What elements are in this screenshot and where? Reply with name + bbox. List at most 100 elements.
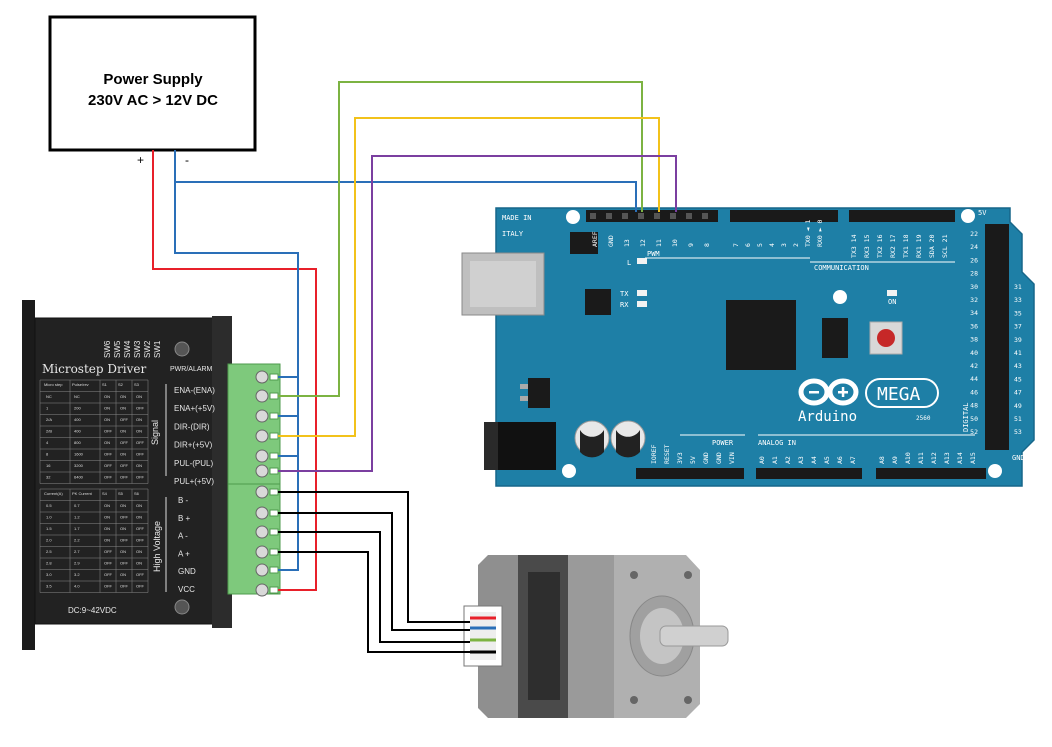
bottom-gnd-label: GND: [1012, 454, 1025, 462]
pwr-alarm-label: PWR/ALARM: [170, 366, 213, 373]
switch-label: SW2: [143, 340, 152, 358]
pin-label-digital: 51: [1014, 415, 1022, 423]
pin-label-comm: RX2 17: [889, 234, 897, 258]
pin-label-analog: A13: [943, 452, 951, 464]
driver-power-pin-label: VCC: [178, 585, 195, 594]
made-in-label: MADE IN: [502, 214, 532, 222]
table-cell: 3.0: [46, 572, 52, 577]
table-cell: OFF: [120, 440, 129, 445]
terminal-slot: [269, 509, 279, 517]
pin-label-power: 3V3: [676, 452, 684, 464]
pin-label-power: RESET: [663, 444, 671, 464]
terminal-screw: [255, 370, 269, 384]
rx-led-label: RX: [620, 301, 629, 309]
mega-model: MEGA: [877, 384, 921, 405]
table-cell: 3.2: [74, 572, 80, 577]
switch-label: SW4: [123, 340, 132, 358]
table-cell: OFF: [104, 452, 113, 457]
pin-label-digital: 52: [970, 428, 978, 436]
table-cell: ON: [104, 503, 110, 508]
pin-label-digital: 37: [1014, 323, 1022, 331]
terminal-slot: [269, 452, 279, 460]
table-cell: 4.0: [74, 584, 80, 589]
pin-label-digital: 31: [1014, 283, 1022, 291]
terminal-screw: [255, 409, 269, 423]
table-cell: 2.8: [46, 561, 52, 566]
pin-label-digital: 38: [970, 336, 978, 344]
table-cell: OFF: [120, 515, 129, 520]
table-cell: OFF: [104, 429, 113, 434]
table-cell: 0.5: [46, 503, 52, 508]
table-header: S1: [102, 382, 108, 387]
pin-label-analog: A3: [797, 456, 805, 464]
table-cell: ON: [120, 429, 126, 434]
pin-label-comm: TX2 16: [876, 234, 884, 258]
high-voltage-label: High Voltage: [152, 521, 162, 572]
signal-pin-labels: ENA-(ENA)ENA+(+5V)DIR-(DIR)DIR+(+5V)PUL-…: [174, 386, 215, 486]
pin-label-digital: TX0 ◄ 1: [804, 220, 812, 247]
table-cell: OFF: [120, 475, 129, 480]
arduino-brand: Arduino: [798, 409, 857, 425]
table-cell: OFF: [104, 572, 113, 577]
pin-label-comm: SDA 20: [928, 234, 936, 258]
stepper-motor: [463, 555, 729, 718]
table-cell: 2.7: [74, 549, 80, 554]
pin-label-digital: 7: [732, 243, 740, 247]
pin-label-digital: 48: [970, 402, 978, 410]
arduino-logo: Arduino MEGA 2560: [798, 378, 939, 425]
table-header: S5: [118, 491, 124, 496]
table-cell: ON: [136, 417, 142, 422]
pin-label-analog: A15: [969, 452, 977, 464]
pin-label-aref: AREF: [591, 231, 599, 247]
pin-label-analog: A0: [758, 456, 766, 464]
terminal-slot: [269, 392, 279, 400]
table-cell: 3200: [74, 463, 84, 468]
pin-label-comm: SCL 21: [941, 234, 949, 258]
table-cell: ON: [120, 452, 126, 457]
pin-label-12: 12: [639, 239, 647, 247]
signal-pin-label: PUL-(PUL): [174, 459, 213, 468]
table-cell: OFF: [120, 561, 129, 566]
table-cell: ON: [136, 549, 142, 554]
terminal-slot: [269, 548, 279, 556]
pin-label-digital: 42: [970, 362, 978, 370]
wire-ground: [174, 150, 299, 571]
wire-direction: [278, 117, 660, 437]
wires: [152, 81, 677, 654]
switch-label: SW3: [133, 340, 142, 358]
pin-label-analog: A12: [930, 452, 938, 464]
pin-label-digital: 26: [970, 256, 978, 264]
table-cell: ON: [104, 406, 110, 411]
table-cell: OFF: [136, 584, 145, 589]
pin-label-analog: A4: [810, 456, 818, 464]
signal-label: Signal: [150, 420, 160, 445]
pin-label-8: 8: [703, 243, 711, 247]
digital-label: DIGITAL: [962, 402, 970, 432]
table-cell: ON: [120, 394, 126, 399]
pin-label-digital: 24: [970, 243, 978, 251]
table-cell: NC: [74, 394, 80, 399]
power-plus-label: +: [137, 153, 144, 167]
pin-label-digital: 36: [970, 322, 978, 330]
table-cell: ON: [104, 515, 110, 520]
table-cell: 2.2: [74, 538, 80, 543]
pin-label-analog: A11: [917, 452, 925, 464]
driver-power-pin-label: B -: [178, 496, 189, 505]
power-header-label: POWER: [712, 439, 734, 447]
wire-motor-a-minus: [278, 531, 470, 643]
terminal-slot: [269, 467, 279, 475]
table-cell: 2/B: [46, 429, 52, 434]
pin-label-analog: A2: [784, 456, 792, 464]
table-cell: 200: [74, 406, 81, 411]
table-cell: 1: [46, 406, 49, 411]
table-cell: 400: [74, 429, 81, 434]
pin-label-digital: 2: [792, 243, 800, 247]
table-cell: 1.5: [46, 526, 52, 531]
table-cell: OFF: [136, 572, 145, 577]
table-cell: 1.0: [46, 515, 52, 520]
table-cell: NC: [46, 394, 52, 399]
table-cell: OFF: [104, 549, 113, 554]
